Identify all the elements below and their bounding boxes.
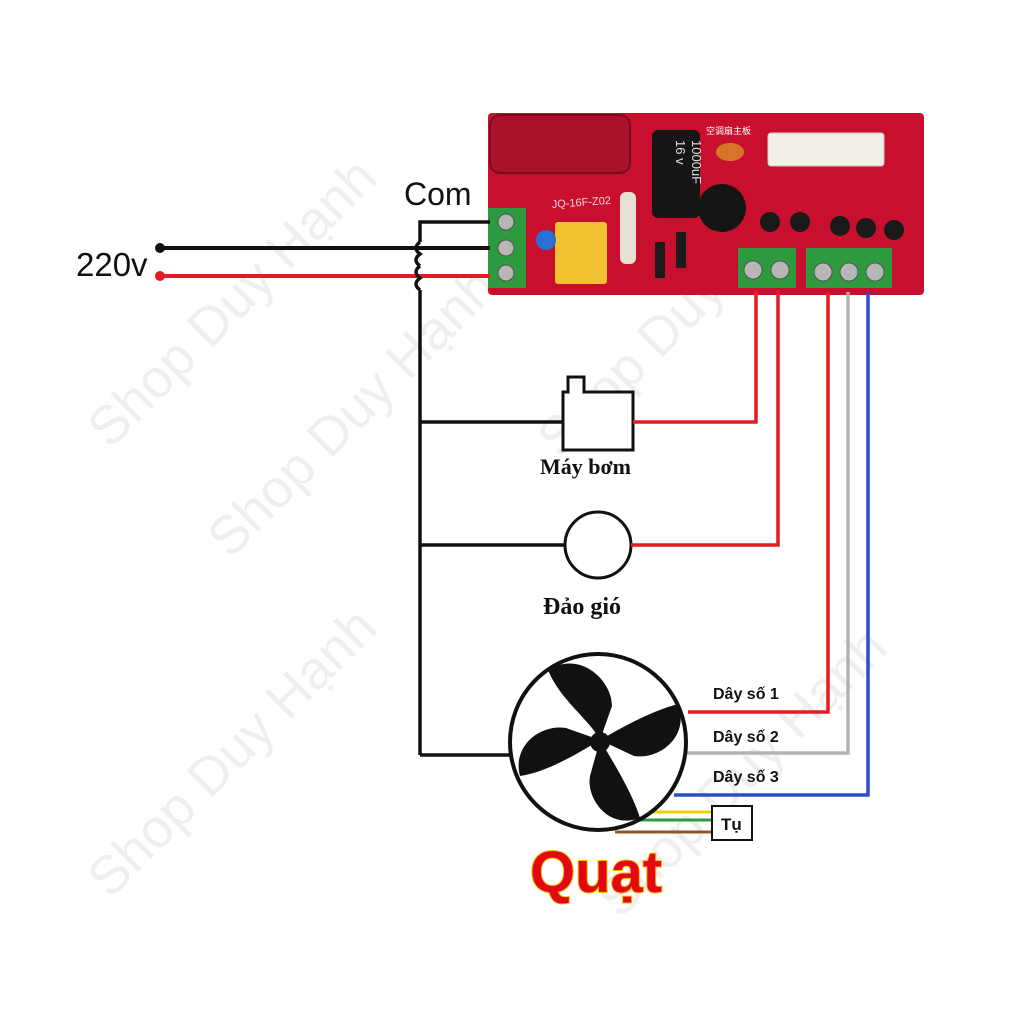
fan-wire-1: [688, 292, 830, 714]
pcb-board-code: JQ-16F-Z02: [551, 195, 611, 211]
swing-motor-symbol: [563, 510, 633, 580]
watermark-text-3: Shop Duy Hạnh: [76, 596, 388, 908]
supply-wires: [155, 243, 490, 281]
transistor-2: [790, 212, 810, 232]
voltage-label: 220v: [76, 246, 148, 283]
pcb-header-text: 空调扇主板: [706, 125, 751, 136]
header-connector: [767, 132, 885, 167]
wire-1-label: Dây số 1: [713, 686, 779, 703]
pump-symbol: [561, 375, 635, 452]
transistor-4: [856, 218, 876, 238]
fan-speed-terminal-block: [806, 248, 892, 288]
film-capacitor: [489, 114, 631, 174]
supply-red-terminal: [155, 271, 165, 281]
cap-text-1: 1000uF: [689, 140, 704, 184]
control-board: 1000uF 16 v 空调扇主板 JQ-16F-Z02: [488, 113, 924, 295]
transistor-1: [760, 212, 780, 232]
wire-3-label: Dây số 3: [713, 769, 779, 786]
fan-blades-icon: [518, 663, 681, 821]
load-terminal-block: [738, 248, 796, 288]
fan-wire-2: [686, 292, 850, 755]
small-capacitor: [716, 143, 744, 161]
transistor-3: [830, 216, 850, 236]
fan-wire-3: [674, 292, 870, 797]
swing-red-wire: [631, 290, 780, 547]
swing-label: Đảo gió: [543, 594, 621, 620]
pump-red-wire: [633, 290, 758, 424]
input-terminal-block: [488, 208, 526, 288]
com-to-board: [418, 220, 490, 242]
buzzer: [698, 184, 746, 232]
blue-capacitor: [536, 230, 556, 250]
fan-speed-wires: [674, 292, 870, 797]
capacitor-label: Tụ: [721, 815, 742, 834]
transistor-5: [884, 220, 904, 240]
com-label: Com: [404, 176, 472, 212]
com-crossover-2: [414, 264, 423, 292]
diode: [655, 242, 665, 278]
fan-symbol: [508, 652, 688, 832]
common-wires: [414, 220, 565, 757]
pump-label: Máy bơm: [540, 454, 631, 479]
supply-black-terminal: [155, 243, 165, 253]
x-capacitor: [555, 222, 607, 284]
cap-text-2: 16 v: [673, 140, 688, 165]
load-wires: [631, 290, 780, 547]
wire-2-label: Dây số 2: [713, 729, 779, 746]
capacitor-wires: [615, 810, 712, 834]
fan-title: Quạt: [530, 840, 662, 905]
capacitor-box: [711, 805, 753, 841]
resistor: [620, 192, 636, 264]
diode-2: [676, 232, 686, 268]
com-crossover-1: [414, 240, 423, 268]
electrolytic-capacitor: 1000uF 16 v: [652, 130, 704, 218]
